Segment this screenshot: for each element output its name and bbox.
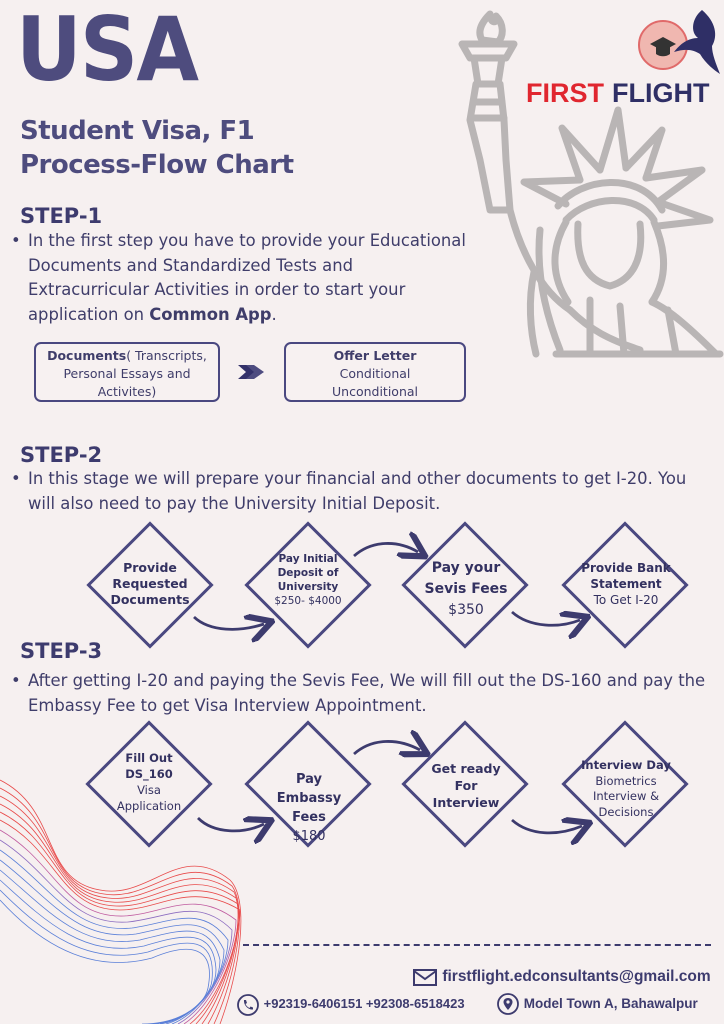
documents-box-title: Documents <box>47 348 127 363</box>
footer-address: Model Town A, Bahawalpur <box>523 996 698 1011</box>
arrow-s2-1 <box>193 617 264 629</box>
step1-description: • In the first step you have to provide … <box>11 231 466 324</box>
phone-icon <box>237 993 259 1016</box>
step3-diamond-2-title: Pay Embassy Fees <box>276 772 342 825</box>
brand-name: FIRST FLIGHT <box>526 80 709 107</box>
step1-text-bold: Common App <box>149 304 272 324</box>
step3-diamond-4-note: Biometrics Interview & Decisions <box>592 773 660 819</box>
decorative-wave-lines <box>0 779 242 1024</box>
step2-diamond-2-amount: $250- $4000 <box>274 595 342 607</box>
footer-phone-row: +92319-6406151 +92308-6518423 <box>236 993 465 1016</box>
step2-diamond-3-text: Pay your Sevis Fees $350 <box>420 558 512 621</box>
statue-of-liberty-illustration <box>458 10 724 358</box>
dove-icon <box>674 10 720 74</box>
arrow-s3-1 <box>197 818 264 831</box>
footer-phones[interactable]: +92319-6406151 +92308-6518423 <box>263 996 465 1011</box>
step3-diamond-4-title: Interview Day <box>581 758 671 772</box>
offer-letter-box: Offer Letter Conditional Unconditional <box>284 342 466 402</box>
step2-diamond-4-text: Provide Bank Statement To Get I-20 <box>580 560 672 608</box>
step3-label: STEP-3 <box>20 639 103 663</box>
step2-text: In this stage we will prepare your finan… <box>28 469 687 513</box>
step2-diamond-2-text: Pay Initial Deposit of University $250- … <box>262 552 354 608</box>
step1-text-end: . <box>271 304 277 324</box>
brand-word-first: FIRST <box>526 78 604 108</box>
subtitle-line2: Process-Flow Chart <box>20 150 294 180</box>
step3-diamond-1-title: Fill Out DS_160 <box>125 751 173 781</box>
graduation-cap-icon <box>650 37 676 57</box>
step1-label: STEP-1 <box>20 204 103 228</box>
footer-email-row: firstflight.edconsultants@gmail.com <box>412 966 711 988</box>
step2-label: STEP-2 <box>20 443 103 467</box>
documents-box: Documents( Transcripts, Personal Essays … <box>34 342 220 402</box>
step2-description: • In this stage we will prepare your fin… <box>11 469 687 513</box>
offer-letter-conditional: Conditional <box>339 366 411 381</box>
double-chevron-icon <box>238 365 264 379</box>
footer-divider <box>243 944 711 946</box>
location-pin-icon <box>497 993 519 1016</box>
offer-letter-title: Offer Letter <box>333 348 417 363</box>
step3-text: After getting I-20 and paying the Sevis … <box>28 671 706 715</box>
footer-address-row: Model Town A, Bahawalpur <box>496 993 698 1016</box>
step3-diamond-1-text: Fill Out DS_160 Visa Application <box>104 750 194 814</box>
envelope-icon <box>413 968 437 986</box>
subtitle-line1: Student Visa, F1 <box>20 116 255 146</box>
offer-letter-unconditional: Unconditional <box>332 384 418 399</box>
step3-diamond-3-text: Get ready For Interview <box>431 761 501 810</box>
arrow-s3-3 <box>511 820 582 833</box>
step2-diamond-4-note: To Get I-20 <box>593 593 659 607</box>
step1-text: In the first step you have to provide yo… <box>28 231 466 324</box>
arrow-s3-2 <box>353 741 420 754</box>
logo-badge <box>638 20 688 70</box>
step3-diamond-2-text: Pay Embassy Fees $180 <box>263 770 355 846</box>
brand-word-flight: FLIGHT <box>612 78 710 108</box>
step3-description: • After getting I-20 and paying the Sevi… <box>11 671 706 715</box>
documents-box-text: ( Transcripts, Personal Essays and Activ… <box>63 348 207 399</box>
step2-diamond-3-title: Pay your Sevis Fees <box>424 560 508 597</box>
arrow-s2-2 <box>353 543 418 556</box>
step2-diamond-3-amount: $350 <box>448 602 484 618</box>
footer-email[interactable]: firstflight.edconsultants@gmail.com <box>442 968 711 985</box>
step3-diamond-1-note: Visa Application <box>116 783 182 813</box>
step2-diamond-4-title: Provide Bank Statement <box>581 561 671 591</box>
step2-diamond-2-title: Pay Initial Deposit of University <box>277 553 339 593</box>
page-title: USA <box>16 0 199 101</box>
step2-diamond-1-text: Provide Requested Documents <box>110 560 190 607</box>
step3-diamond-2-amount: $180 <box>292 829 326 844</box>
arrow-s2-3 <box>511 612 580 625</box>
step3-diamond-4-text: Interview Day Biometrics Interview & Dec… <box>578 758 674 820</box>
